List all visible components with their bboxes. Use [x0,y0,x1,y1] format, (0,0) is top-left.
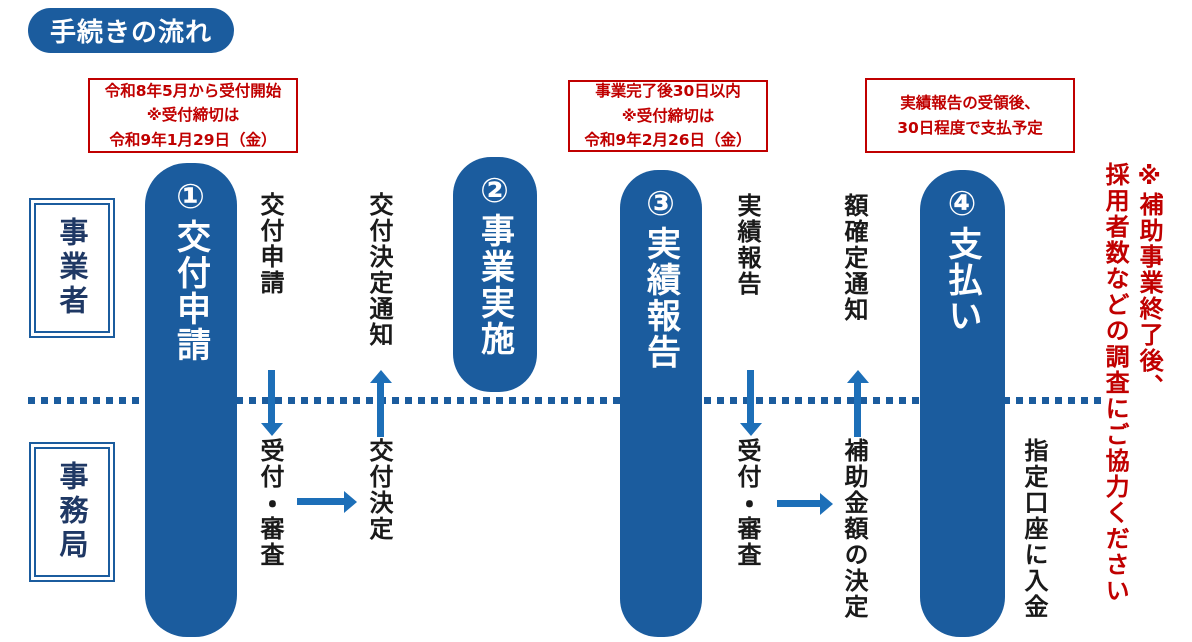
note-line: ※補助事業終了後、 [1135,162,1164,400]
step-3-performance-report: ③実績報告 [620,170,702,637]
note-line: 実績報告の受領後、 [900,94,1040,113]
step-1-grant-application: ①交付申請 [145,163,237,637]
note-line: 令和9年2月26日（金） [584,131,752,150]
step-label: ④支払い [942,184,982,334]
note-payment-schedule: 実績報告の受領後、 30日程度で支払予定 [865,78,1075,153]
note-line: 事業完了後30日以内 [595,82,741,101]
label-subsidy-amount-decision: 補助金額の決定 [840,438,868,620]
survey-cooperation-note: ※補助事業終了後、 採用者数などの調査にご協力ください [1098,162,1166,604]
label-reception-review-1: 受付・審査 [256,438,284,568]
note-line: 30日程度で支払予定 [897,118,1043,137]
label-performance-report: 実績報告 [733,193,761,297]
down-arrow-icon [268,370,275,424]
label-amount-confirmation-notice: 額確定通知 [840,193,868,323]
right-arrow-icon [777,500,821,507]
step-4-payment: ④支払い [920,170,1005,637]
step-label: ②事業実施 [474,171,515,357]
note-application-period: 令和8年5月から受付開始 ※受付締切は 令和9年1月29日（金） [88,78,298,153]
actor-label: 事務局 [55,461,89,563]
label-grant-application: 交付申請 [256,192,284,296]
note-line: 令和9年1月29日（金） [109,130,277,149]
note-line: ※受付締切は [621,106,715,125]
label-reception-review-2: 受付・審査 [733,438,761,568]
down-arrow-icon [747,370,754,424]
step-2-project-implementation: ②事業実施 [453,157,537,392]
actor-separator-dotted-line [28,397,1102,404]
note-line: 採用者数などの調査にご協力ください [1101,162,1130,604]
actor-box-secretariat: 事務局 [29,442,115,582]
page-title: 手続きの流れ [28,8,234,53]
note-report-deadline: 事業完了後30日以内 ※受付締切は 令和9年2月26日（金） [568,80,768,152]
step-label: ③実績報告 [640,184,681,370]
note-line: ※受付締切は [146,106,240,125]
label-deposit-to-designated-account: 指定口座に入金 [1020,438,1048,620]
right-arrow-icon [297,498,345,505]
label-grant-decision: 交付決定 [365,438,393,542]
actor-label: 事業者 [55,217,89,319]
actor-box-business-operator: 事業者 [29,198,115,338]
up-arrow-icon [377,382,384,437]
up-arrow-icon [854,382,861,437]
step-label: ①交付申請 [170,177,211,363]
label-grant-decision-notice: 交付決定通知 [365,192,393,348]
note-line: 令和8年5月から受付開始 [104,81,282,100]
